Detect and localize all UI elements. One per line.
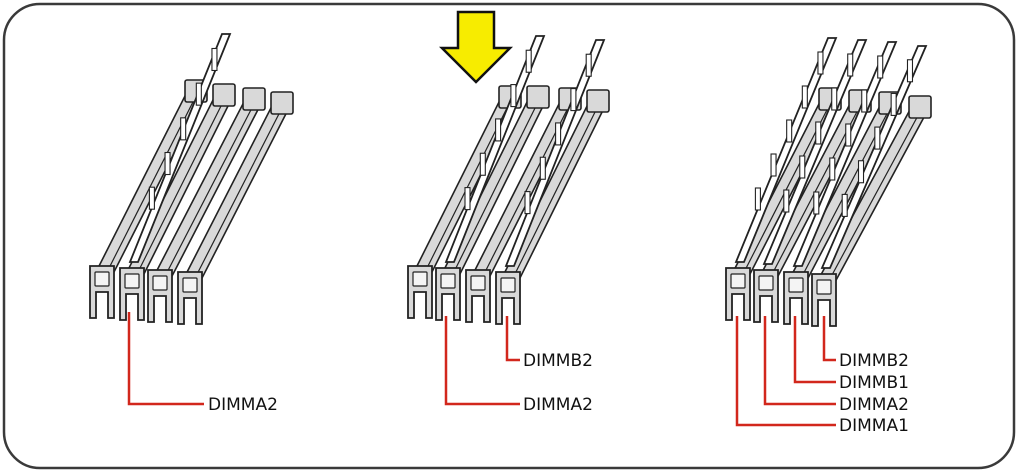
slot-rear-latch-config-1-3 <box>242 87 266 111</box>
slot-latch-tab-config-1-3 <box>152 275 168 291</box>
slot-latch-tab-config-2-4 <box>500 277 516 293</box>
module-chip-config-3-3 <box>845 123 852 147</box>
module-chip-config-3-4 <box>841 193 848 217</box>
slot-latch-tab-config-3-4 <box>816 279 832 295</box>
module-chip-config-1-2 <box>195 82 202 106</box>
module-chip-config-3-1 <box>801 85 808 109</box>
label-dimmb2-config-2: DIMMB2 <box>523 351 593 371</box>
memory-module-config-3-2 <box>762 39 868 265</box>
memory-module-config-3-4 <box>820 45 928 269</box>
module-chip-config-1-2 <box>211 47 218 72</box>
module-chip-config-2-2 <box>479 152 486 176</box>
leader-dimmb1-config-3 <box>793 316 836 384</box>
slot-rear-latch-config-2-2 <box>526 85 550 109</box>
module-chip-config-3-3 <box>861 89 868 113</box>
module-chip-config-2-4 <box>585 53 592 77</box>
slot-latch-tab-config-3-1 <box>730 273 746 289</box>
module-chip-config-2-4 <box>524 191 531 215</box>
slot-groove-config-1-3 <box>160 101 256 285</box>
leader-dimma2-config-2 <box>444 316 520 406</box>
label-dimma2-config-2: DIMMA2 <box>523 395 593 415</box>
label-dimma1-config-3: DIMMA1 <box>839 416 909 436</box>
module-chip-config-3-2 <box>783 189 790 213</box>
leader-dimma1-config-3 <box>735 316 836 427</box>
module-chip-config-1-2 <box>148 186 155 210</box>
leader-lines-config-2 <box>444 316 520 406</box>
leader-dimma2-config-3 <box>763 316 836 406</box>
memory-module-config-1-2 <box>128 33 232 263</box>
slot-rear-latch-config-1-4 <box>270 91 294 115</box>
module-chip-config-3-1 <box>786 119 793 143</box>
slot-groove-config-2-4 <box>508 103 600 287</box>
module-chip-config-3-2 <box>799 155 806 179</box>
slot-groove-config-1-4 <box>190 105 284 287</box>
leader-dimma2-config-1 <box>127 312 204 406</box>
module-chip-config-2-2 <box>464 187 471 211</box>
slot-latch-tab-config-1-1 <box>94 271 110 287</box>
module-chip-config-3-4 <box>890 92 897 116</box>
dimm-config-2: DIMMB2 DIMMA2 <box>407 35 610 415</box>
dimm-config-3: DIMMB2 DIMMB1 DIMMA2 DIMMA1 <box>725 37 932 436</box>
slot-latch-tab-config-1-2 <box>124 273 140 289</box>
slot-latch-tab-config-3-3 <box>788 277 804 293</box>
module-chip-config-3-3 <box>829 157 836 181</box>
module-chip-config-3-4 <box>857 160 865 184</box>
memory-module-config-3-1 <box>734 37 838 263</box>
slot-latch-tab-config-2-3 <box>470 275 486 291</box>
module-chip-config-3-3 <box>877 55 884 79</box>
label-dimmb2-config-3: DIMMB2 <box>839 351 909 371</box>
module-chip-config-1-2 <box>164 151 171 176</box>
slot-latch-tab-config-3-2 <box>758 275 774 291</box>
module-chip-config-1-2 <box>180 117 187 141</box>
module-chip-config-2-4 <box>570 88 577 112</box>
slot-groove-config-1-2 <box>132 97 226 283</box>
module-chip-config-2-4 <box>539 156 546 180</box>
label-dimmb1-config-3: DIMMB1 <box>839 373 909 393</box>
slot-rear-latch-config-1-2 <box>212 83 236 107</box>
slot-bank-config-3 <box>725 37 932 327</box>
module-chip-config-3-2 <box>831 87 838 111</box>
module-chip-config-3-4 <box>906 59 914 83</box>
module-chip-config-3-4 <box>874 126 881 150</box>
slot-latch-tab-config-2-2 <box>440 273 456 289</box>
slot-bank-config-2 <box>407 35 610 325</box>
module-chip-config-3-1 <box>817 51 824 75</box>
module-chip-config-3-2 <box>847 53 854 77</box>
memory-module-config-3-3 <box>792 41 898 267</box>
module-chip-config-3-3 <box>813 191 820 215</box>
module-chip-config-2-2 <box>525 49 532 73</box>
arrow-down-icon <box>438 10 514 84</box>
module-chip-config-3-1 <box>770 153 777 177</box>
module-chip-config-2-2 <box>510 84 517 108</box>
leader-dimmb2-config-3 <box>822 316 836 362</box>
leader-lines-config-1 <box>127 312 204 406</box>
slot-latch-tab-config-2-1 <box>412 271 428 287</box>
label-dimma2-config-3: DIMMA2 <box>839 395 909 415</box>
leader-dimmb2-config-2 <box>505 316 520 362</box>
slot-groove-config-3-4 <box>824 109 922 289</box>
slot-rear-latch-config-2-4 <box>586 89 610 113</box>
module-chip-config-3-1 <box>754 187 761 211</box>
module-chip-config-2-2 <box>495 118 502 142</box>
module-chip-config-2-4 <box>555 122 562 146</box>
slot-groove-config-2-2 <box>448 99 540 283</box>
slot-latch-tab-config-1-4 <box>182 277 198 293</box>
label-dimma2-config-1: DIMMA2 <box>208 395 278 415</box>
slot-bank-config-1 <box>89 33 294 325</box>
leader-lines-config-3 <box>735 316 836 427</box>
module-chip-config-3-2 <box>815 121 822 145</box>
dimm-config-1: DIMMA2 <box>89 33 294 415</box>
slot-rear-latch-config-3-4 <box>908 95 932 119</box>
